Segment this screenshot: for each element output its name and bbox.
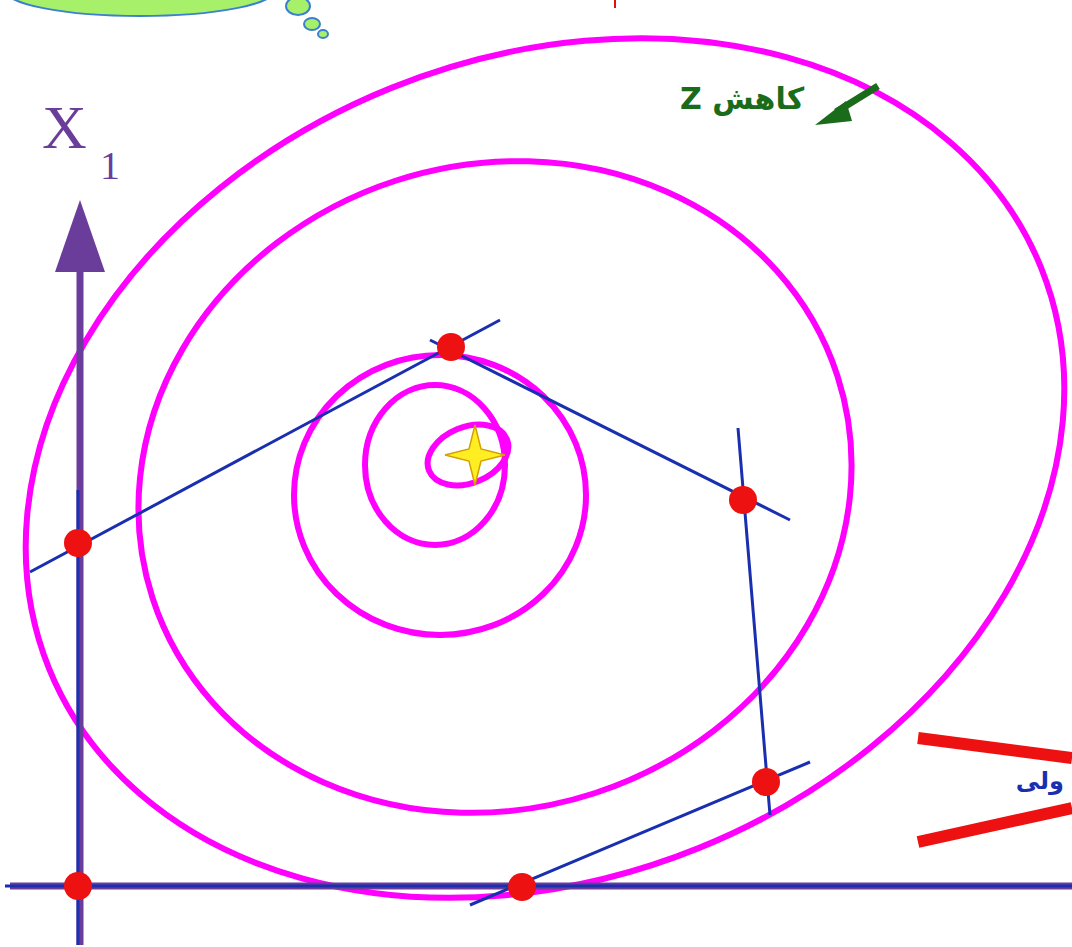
axes — [10, 255, 1072, 945]
axis-subscript: 1 — [100, 146, 120, 186]
decrease-arrow — [815, 86, 878, 125]
red-bars — [918, 738, 1072, 842]
constraint-lines — [5, 320, 1072, 945]
axis-arrowhead — [55, 200, 105, 272]
axis-label: X — [42, 96, 87, 158]
optimum-star — [445, 425, 505, 485]
corner-points — [64, 333, 780, 901]
decrease-note: کاهش Z — [680, 84, 804, 114]
thought-bubble — [5, 0, 328, 38]
edge-mark — [614, 0, 616, 8]
but-note: ولی — [1014, 768, 1066, 794]
